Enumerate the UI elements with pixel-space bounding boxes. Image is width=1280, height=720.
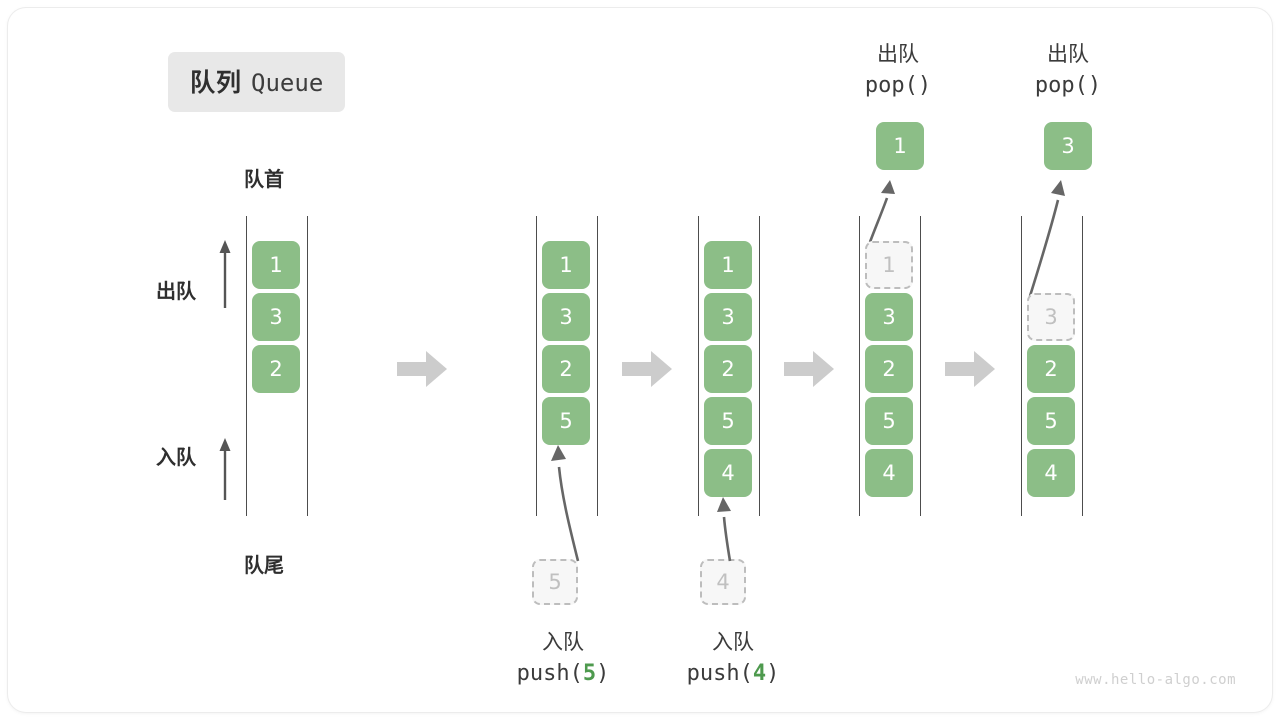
queue-cell: 3 — [542, 293, 590, 341]
popped-cell: 1 — [876, 122, 924, 170]
push-4-caption: 入队 push(4) — [648, 628, 818, 690]
queue-cell-new: 5 — [542, 397, 590, 445]
queue-cell: 5 — [1027, 397, 1075, 445]
queue-rail-left-4 — [859, 216, 860, 516]
queue-rail-right-2 — [597, 216, 598, 516]
dequeue-side-label: 出队 — [156, 281, 196, 303]
title-badge: 队列 Queue — [168, 52, 346, 112]
incoming-ghost-cell: 5 — [532, 559, 578, 605]
pop-1-caption: 出队 pop() — [813, 40, 983, 102]
queue-cell: 5 — [704, 397, 752, 445]
removed-ghost-cell: 1 — [865, 241, 913, 289]
pop-arrow-icon — [1022, 178, 1068, 297]
pop-3-caption: 出队 pop() — [983, 40, 1153, 102]
flow-arrow-icon — [945, 351, 995, 387]
pop-3-caption-cn: 出队 — [1047, 43, 1089, 66]
push-arrow-icon — [548, 445, 584, 562]
queue-cell: 1 — [252, 241, 300, 289]
queue-cell: 2 — [1027, 345, 1075, 393]
queue-rail-left-1 — [246, 216, 247, 516]
flow-arrow-icon — [784, 351, 834, 387]
queue-cell: 2 — [252, 345, 300, 393]
tail-label: 队尾 — [244, 555, 284, 577]
queue-cell: 3 — [865, 293, 913, 341]
push-4-caption-code: push(4) — [686, 661, 780, 687]
title-en: Queue — [251, 69, 324, 97]
flow-arrow-icon — [397, 351, 447, 387]
removed-ghost-cell: 3 — [1027, 293, 1075, 341]
queue-cell: 3 — [252, 293, 300, 341]
queue-cell: 5 — [865, 397, 913, 445]
title-cn: 队列 — [190, 69, 243, 97]
queue-rail-right-5 — [1082, 216, 1083, 516]
push-5-caption-code: push(5) — [516, 661, 610, 687]
push-arrow-icon — [714, 497, 744, 562]
pop-1-caption-code: pop() — [864, 73, 932, 99]
push-5-caption: 入队 push(5) — [478, 628, 648, 690]
queue-cell: 3 — [704, 293, 752, 341]
incoming-ghost-cell: 4 — [700, 559, 746, 605]
push-4-caption-cn: 入队 — [712, 631, 754, 654]
pop-arrow-icon — [864, 178, 898, 243]
watermark: www.hello-algo.com — [1075, 672, 1236, 688]
queue-cell-new: 4 — [704, 449, 752, 497]
queue-rail-right-1 — [307, 216, 308, 516]
queue-cell: 4 — [865, 449, 913, 497]
head-label: 队首 — [244, 169, 284, 191]
queue-rail-left-3 — [698, 216, 699, 516]
dequeue-arrow-icon — [218, 240, 232, 308]
pop-1-caption-cn: 出队 — [877, 43, 919, 66]
enqueue-side-label: 入队 — [156, 447, 196, 469]
queue-cell: 1 — [704, 241, 752, 289]
queue-rail-left-5 — [1021, 216, 1022, 516]
popped-cell: 3 — [1044, 122, 1092, 170]
push-5-caption-cn: 入队 — [542, 631, 584, 654]
flow-arrow-icon — [622, 351, 672, 387]
queue-cell: 4 — [1027, 449, 1075, 497]
diagram-card: 队列 Queue 队首 队尾 出队 入队 1 3 2 1 3 2 5 5 — [8, 8, 1272, 712]
queue-cell: 2 — [542, 345, 590, 393]
queue-rail-right-4 — [920, 216, 921, 516]
queue-cell: 2 — [704, 345, 752, 393]
enqueue-arrow-icon — [218, 438, 232, 500]
queue-rail-left-2 — [536, 216, 537, 516]
queue-rail-right-3 — [759, 216, 760, 516]
queue-cell: 2 — [865, 345, 913, 393]
queue-cell: 1 — [542, 241, 590, 289]
pop-3-caption-code: pop() — [1034, 73, 1102, 99]
